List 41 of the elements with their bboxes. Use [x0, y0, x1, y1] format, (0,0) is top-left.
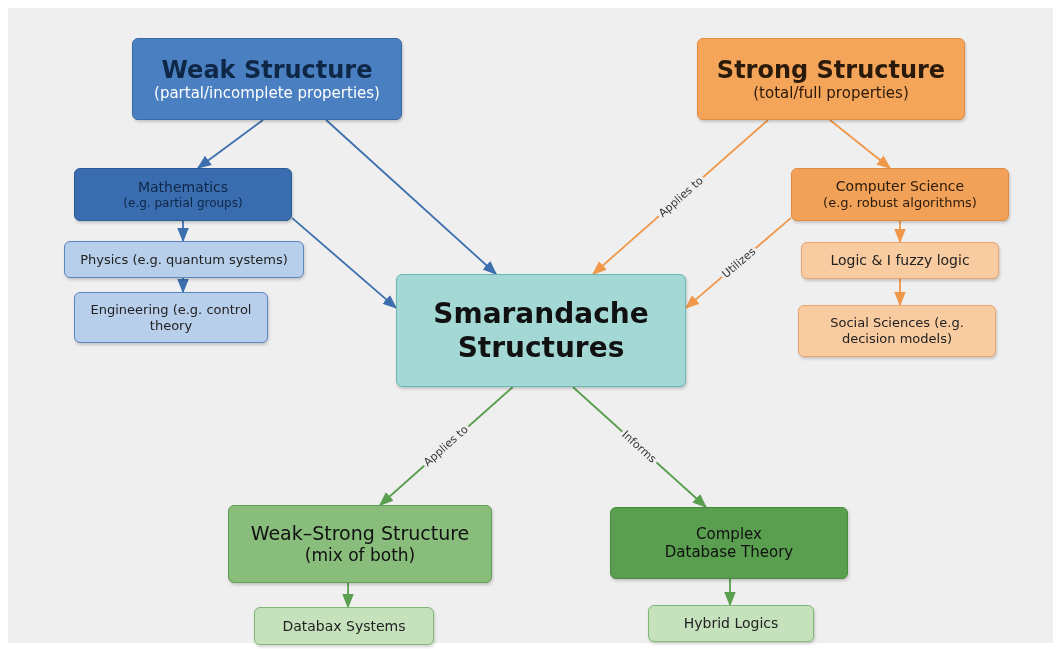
- node-title: Strong Structure: [716, 55, 946, 85]
- concept-box: [396, 274, 686, 387]
- arrow: [177, 220, 189, 243]
- concept-box: [791, 168, 1009, 221]
- concept-box: [697, 38, 965, 120]
- node-subtitle: (total/full properties): [753, 84, 909, 103]
- arrow: [829, 119, 892, 169]
- node-title: Weak–Strong Structure: [250, 522, 470, 546]
- arrow: [724, 578, 736, 607]
- arrow: [894, 220, 906, 244]
- node-title: Databax Systems: [282, 617, 406, 635]
- concept-box: [64, 241, 304, 278]
- arrow: [196, 119, 264, 169]
- node-title: Weak Structure: [161, 55, 373, 85]
- node-title: Engineering (e.g. control theory: [89, 301, 253, 334]
- concept-box: [610, 507, 848, 579]
- concept-box: [648, 605, 814, 642]
- node-title: Hybrid Logics: [683, 615, 779, 632]
- node-title: Smarandache Structures: [433, 296, 649, 365]
- node-subtitle: (e.g. robust algorithms): [823, 195, 977, 211]
- concept-box: [74, 168, 292, 221]
- node-subtitle: (partal/incomplete properties): [154, 84, 380, 103]
- node-title: Physics (e.g. quantum systems): [80, 251, 288, 268]
- node-title: Complex Database Theory: [663, 525, 795, 561]
- node-subtitle: (mix of both): [304, 545, 416, 566]
- node-title: Social Sciences (e.g. decision models): [829, 315, 965, 347]
- node-title: Logic & I fuzzy logic: [830, 252, 970, 269]
- concept-box: [798, 305, 996, 357]
- arrow: [894, 278, 906, 307]
- arrow: [342, 582, 354, 609]
- concept-box: [228, 505, 492, 583]
- arrow: [177, 277, 189, 294]
- arrow: [325, 119, 498, 275]
- node-title: Computer Science: [835, 178, 965, 196]
- concept-box: [132, 38, 402, 120]
- node-subtitle: (e.g. partial groups): [123, 195, 243, 211]
- concept-box: [254, 607, 434, 645]
- concept-box: [74, 292, 268, 343]
- node-title: Mathematics: [137, 178, 229, 196]
- concept-box: [801, 242, 999, 279]
- arrow: [291, 216, 398, 309]
